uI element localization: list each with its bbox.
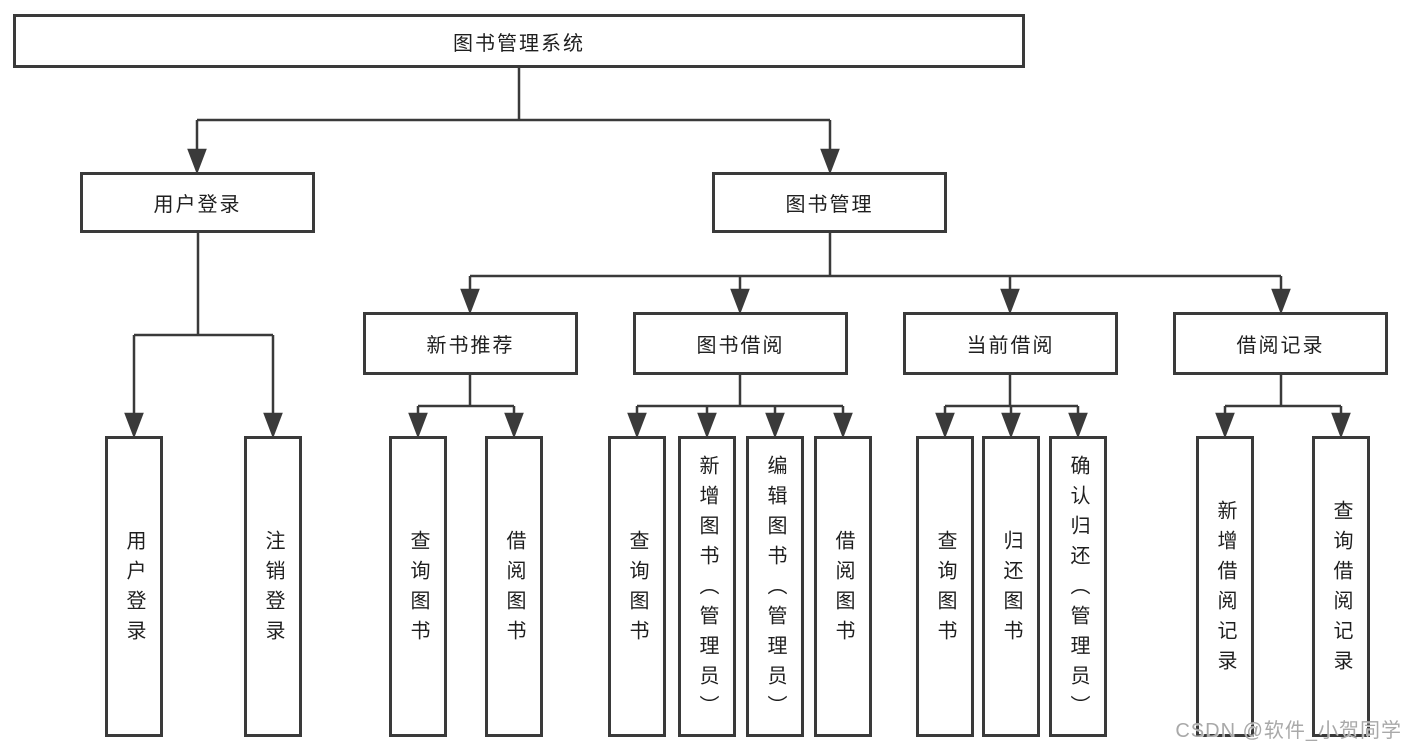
arrow-down-icon	[187, 148, 207, 175]
leaf-return-books: 归还图书	[982, 436, 1040, 737]
arrow-down-icon	[408, 412, 428, 439]
leaf-query-borrow-record: 查询借阅记录	[1312, 436, 1370, 737]
arrow-down-icon	[627, 412, 647, 439]
arrow-down-icon	[460, 288, 480, 315]
leaf-edit-books-admin: 编辑图书（管理员）	[746, 436, 804, 737]
connector-root-to-level2	[187, 68, 840, 175]
leaf-query-books-borrow: 查询图书	[608, 436, 666, 737]
leaf-add-books-admin: 新增图书（管理员）	[678, 436, 736, 737]
connector-bookborrow-to-leaves	[627, 375, 853, 439]
arrow-down-icon	[504, 412, 524, 439]
connector-newbook-to-leaves	[408, 375, 524, 439]
node-user-login: 用户登录	[80, 172, 315, 233]
arrow-down-icon	[1068, 412, 1088, 439]
arrow-down-icon	[697, 412, 717, 439]
leaf-confirm-return-admin: 确认归还（管理员）	[1049, 436, 1107, 737]
arrow-down-icon	[1271, 288, 1291, 315]
csdn-watermark: CSDN @软件_小贺同学	[1175, 720, 1402, 742]
connector-userlogin-to-leaves	[124, 233, 283, 439]
node-book-borrow: 图书借阅	[633, 312, 848, 375]
connector-currentborrow-to-leaves	[935, 375, 1088, 439]
connector-borrowrecord-to-leaves	[1215, 375, 1351, 439]
arrow-down-icon	[1331, 412, 1351, 439]
arrow-down-icon	[935, 412, 955, 439]
arrow-down-icon	[263, 412, 283, 439]
leaf-borrow-books: 借阅图书	[814, 436, 872, 737]
node-book-management: 图书管理	[712, 172, 947, 233]
arrow-down-icon	[730, 288, 750, 315]
arrow-down-icon	[124, 412, 144, 439]
node-current-borrow: 当前借阅	[903, 312, 1118, 375]
node-new-book-recommend: 新书推荐	[363, 312, 578, 375]
leaf-borrow-books-newbook: 借阅图书	[485, 436, 543, 737]
arrow-down-icon	[765, 412, 785, 439]
leaf-query-books-current: 查询图书	[916, 436, 974, 737]
node-library-management-system: 图书管理系统	[13, 14, 1025, 68]
arrow-down-icon	[1000, 288, 1020, 315]
leaf-query-books-newbook: 查询图书	[389, 436, 447, 737]
connector-bookmgmt-to-level3	[460, 233, 1291, 315]
arrow-down-icon	[820, 148, 840, 175]
arrow-down-icon	[1001, 412, 1021, 439]
arrow-down-icon	[833, 412, 853, 439]
node-borrow-record: 借阅记录	[1173, 312, 1388, 375]
arrow-down-icon	[1215, 412, 1235, 439]
leaf-add-borrow-record: 新增借阅记录	[1196, 436, 1254, 737]
leaf-user-login: 用户登录	[105, 436, 163, 737]
leaf-logout: 注销登录	[244, 436, 302, 737]
